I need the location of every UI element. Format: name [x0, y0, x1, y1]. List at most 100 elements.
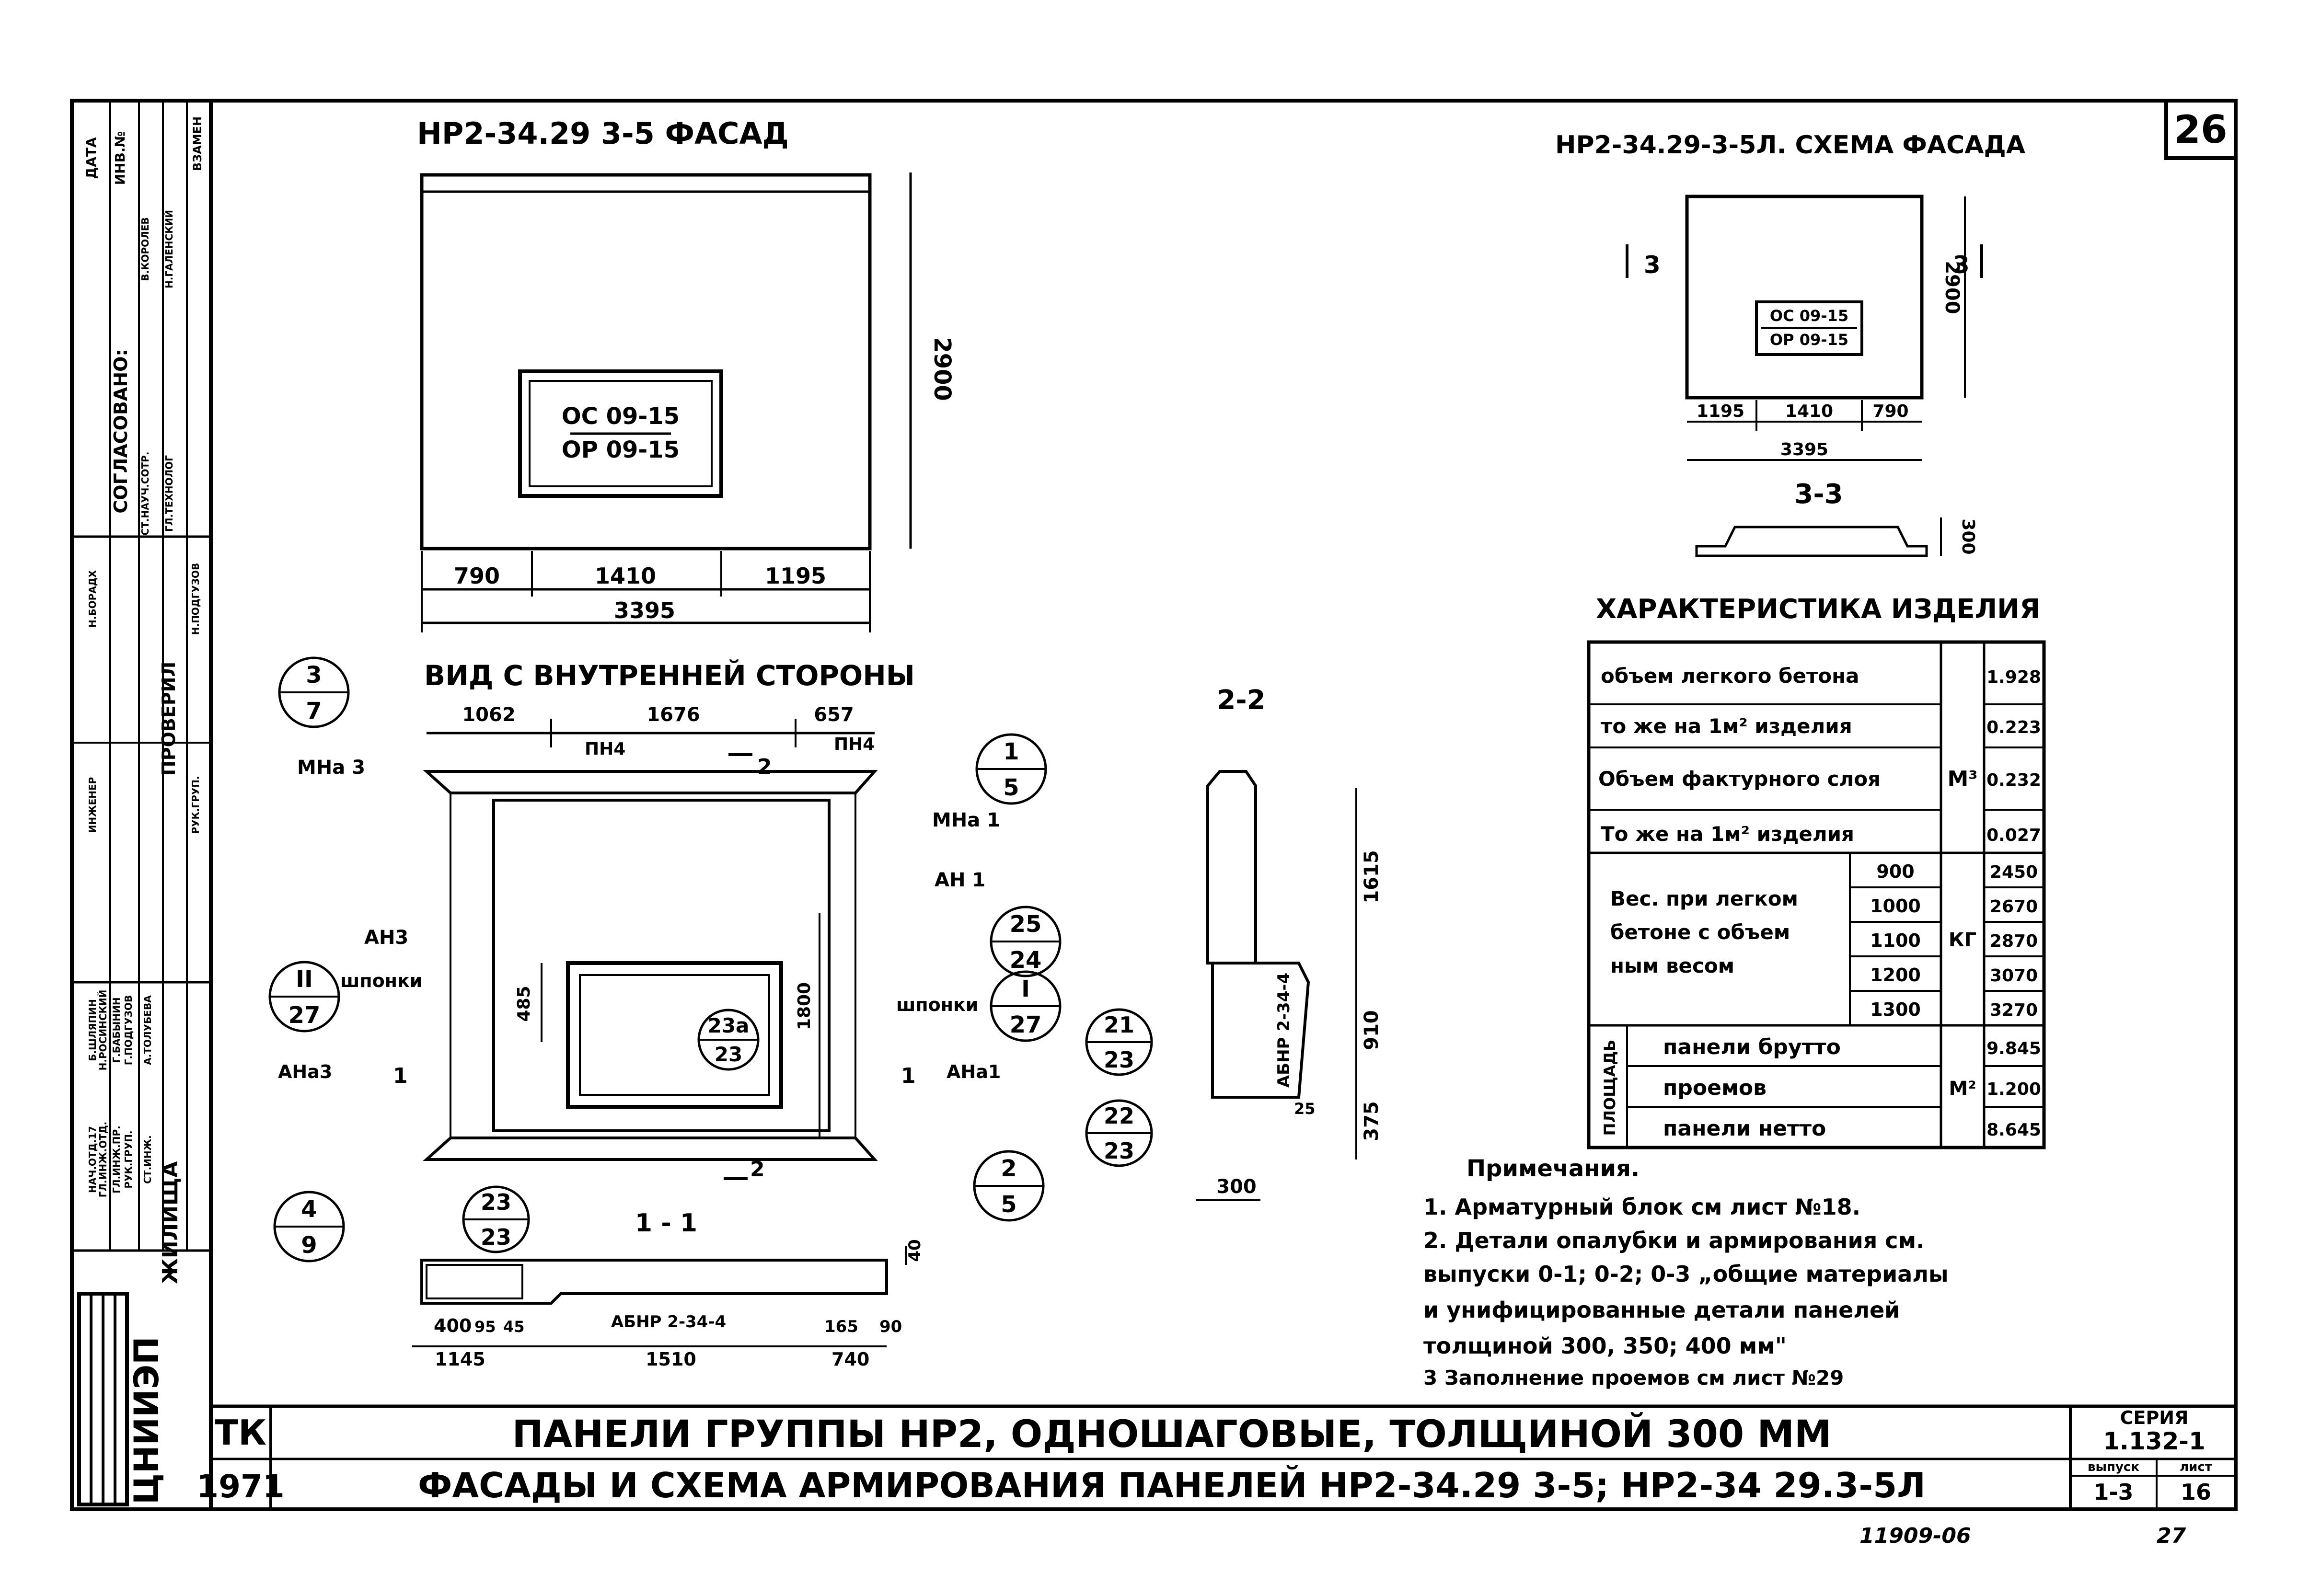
char-unit-area: М²	[1949, 1078, 1976, 1100]
inner-panel	[450, 792, 856, 1139]
char-row-1-value: 1.928	[1986, 667, 2041, 687]
svg-text:21: 21	[1104, 1012, 1134, 1038]
label-mna1: МНа 1	[932, 809, 1000, 831]
callout-I-27: I 27	[990, 970, 1062, 1042]
weight-density-5: 1300	[1870, 999, 1921, 1020]
scheme-dim-2: 1410	[1785, 402, 1833, 421]
tb-year: 1971	[196, 1468, 285, 1505]
facade-window-bottom: ОР 09-15	[562, 436, 680, 463]
tb-series: 1.132-1	[2103, 1427, 2206, 1455]
note-line-2: 2. Детали опалубки и армирования см.	[1423, 1228, 1925, 1253]
notes-title: Примечания.	[1467, 1155, 1640, 1182]
facade-window-inner	[529, 380, 713, 487]
svg-text:2: 2	[1001, 1155, 1016, 1182]
stamp-row-7-name: Н.ПОДГУЗОВ	[190, 563, 201, 635]
inner-window-h: 485	[514, 986, 534, 1022]
stamp-row-9-role: ГЛ.ТЕХНОЛОГ	[163, 455, 175, 532]
label-ana3: АНа3	[278, 1061, 332, 1082]
inner-top-dim-3: 657	[814, 704, 854, 726]
note-line-6: 3 Заполнение проемов см лист №29	[1423, 1366, 1844, 1389]
area-row-3-label: панели нетто	[1663, 1116, 1826, 1141]
callout-2-5: 2 5	[973, 1150, 1045, 1222]
org-sub: ЖИЛИЩА	[158, 1161, 183, 1284]
section22-width: 300	[1216, 1176, 1257, 1198]
stamp-zamen: ВЗАМЕН	[191, 116, 204, 171]
tb-sheet-label: лист	[2180, 1460, 2212, 1474]
stamp-row-1-role: НАЧ.ОТД.17	[87, 1126, 98, 1193]
stamp-checked: ПРОВЕРИЛ	[158, 662, 179, 776]
section11-dim-400: 400	[434, 1315, 472, 1336]
stamp-row-5-name: А.ТОЛУБЕВА	[142, 995, 153, 1065]
tb-footer-page: 27	[2157, 1524, 2186, 1548]
weight-value-1: 2450	[1990, 862, 2038, 882]
stamp-row-4-name: Г.ПОДГУЗОВ	[123, 995, 134, 1066]
facade-overall: 3395	[614, 597, 675, 623]
inner-top-rib	[423, 770, 878, 794]
char-row-3-label: Объем фактурного слоя	[1598, 767, 1881, 791]
tb-series-label: СЕРИЯ	[2120, 1407, 2189, 1428]
weight-value-3: 2870	[1990, 931, 2038, 951]
label-shponki-left: шпонки	[340, 970, 422, 991]
label-mna3: МНа 3	[297, 757, 365, 779]
inner-cut-right: 1	[901, 1064, 916, 1088]
stamp-row-2-name: Н.РОСИНСКИЙ	[97, 990, 109, 1071]
callout-21-23: 21 23	[1085, 1008, 1153, 1076]
svg-text:4: 4	[301, 1196, 317, 1223]
scheme-cut-left: 3	[1644, 251, 1661, 279]
scheme-title: НР2-34.29-3-5Л. СХЕМА ФАСАДА	[1555, 131, 2025, 160]
section11-thick: 40	[905, 1239, 924, 1262]
char-row-2-label: то же на 1м² изделия	[1601, 714, 1852, 738]
svg-text:9: 9	[301, 1232, 317, 1259]
svg-text:I: I	[1021, 976, 1030, 1002]
weight-density-1: 900	[1876, 861, 1914, 882]
inner-bottom-rib	[423, 1137, 878, 1161]
note-line-4: и унифицированные детали панелей	[1423, 1297, 1900, 1323]
stamp-row-4-role: РУК.ГРУП.	[123, 1130, 134, 1188]
stamp-row-2-role: ГЛ.ИНЖ.ОТД.	[97, 1122, 109, 1198]
facade-dim-1: 790	[454, 563, 500, 589]
scheme-window-top: ОС 09-15	[1770, 307, 1848, 325]
scheme-cut-right: 3	[1953, 251, 1970, 279]
stamp-row-9-name: Н.ГАЛЕНСКИЙ	[163, 210, 175, 288]
label-shponki-right: шпонки	[896, 994, 978, 1015]
scheme-section-dim: 300	[1958, 518, 1978, 554]
svg-text:7: 7	[306, 698, 322, 724]
scheme-section-shape	[1695, 526, 1928, 557]
title-block	[211, 1404, 2236, 1509]
sheet-frame	[70, 99, 2238, 1511]
stamp-inv: ИНВ.№	[112, 131, 128, 185]
svg-text:23: 23	[481, 1189, 511, 1215]
char-row-2-value: 0.223	[1986, 718, 2041, 737]
sheet-number-box	[2164, 99, 2238, 160]
inner-top-dim-1: 1062	[462, 704, 515, 726]
label-an3: АН3	[364, 927, 408, 949]
facade-window	[518, 369, 723, 498]
org-logo	[77, 1292, 129, 1506]
callout-3-7: 3 7	[278, 656, 350, 728]
inner-view-title: ВИД С ВНУТРЕННЕЙ СТОРОНЫ	[424, 659, 915, 692]
weight-label-3: ным весом	[1610, 954, 1734, 977]
note-line-3: выпуски 0-1; 0-2; 0-3 „общие материалы	[1423, 1261, 1949, 1287]
char-row-1-label: объем легкого бетона	[1601, 664, 1859, 688]
facade-height: 2900	[929, 337, 956, 401]
inner-window-inner	[579, 974, 770, 1096]
callout-4-9: 4 9	[273, 1191, 345, 1263]
section22-dim-3: 375	[1361, 1101, 1383, 1141]
inner-window	[566, 961, 783, 1109]
svg-text:24: 24	[1010, 947, 1042, 974]
area-row-2-value: 1.200	[1986, 1079, 2041, 1099]
area-row-1-label: панели брутто	[1663, 1035, 1841, 1059]
section11-dim-1510: 1510	[646, 1349, 696, 1370]
scheme-panel	[1685, 195, 1924, 400]
callout-25-24: 25 24	[990, 906, 1062, 977]
characteristics-title: ХАРАКТЕРИСТИКА ИЗДЕЛИЯ	[1596, 594, 2040, 625]
section22-dim-1: 1615	[1361, 850, 1383, 903]
weight-label-1: Вес. при легком	[1610, 887, 1798, 910]
stamp-row-6-role: ИНЖЕНЕР	[87, 777, 98, 833]
weight-density-4: 1200	[1870, 964, 1921, 986]
stamp-row-7-role: РУК.ГРУП.	[190, 776, 201, 834]
section11-dim-165: 165	[824, 1317, 858, 1336]
svg-text:23: 23	[481, 1224, 511, 1250]
svg-text:22: 22	[1104, 1103, 1134, 1129]
